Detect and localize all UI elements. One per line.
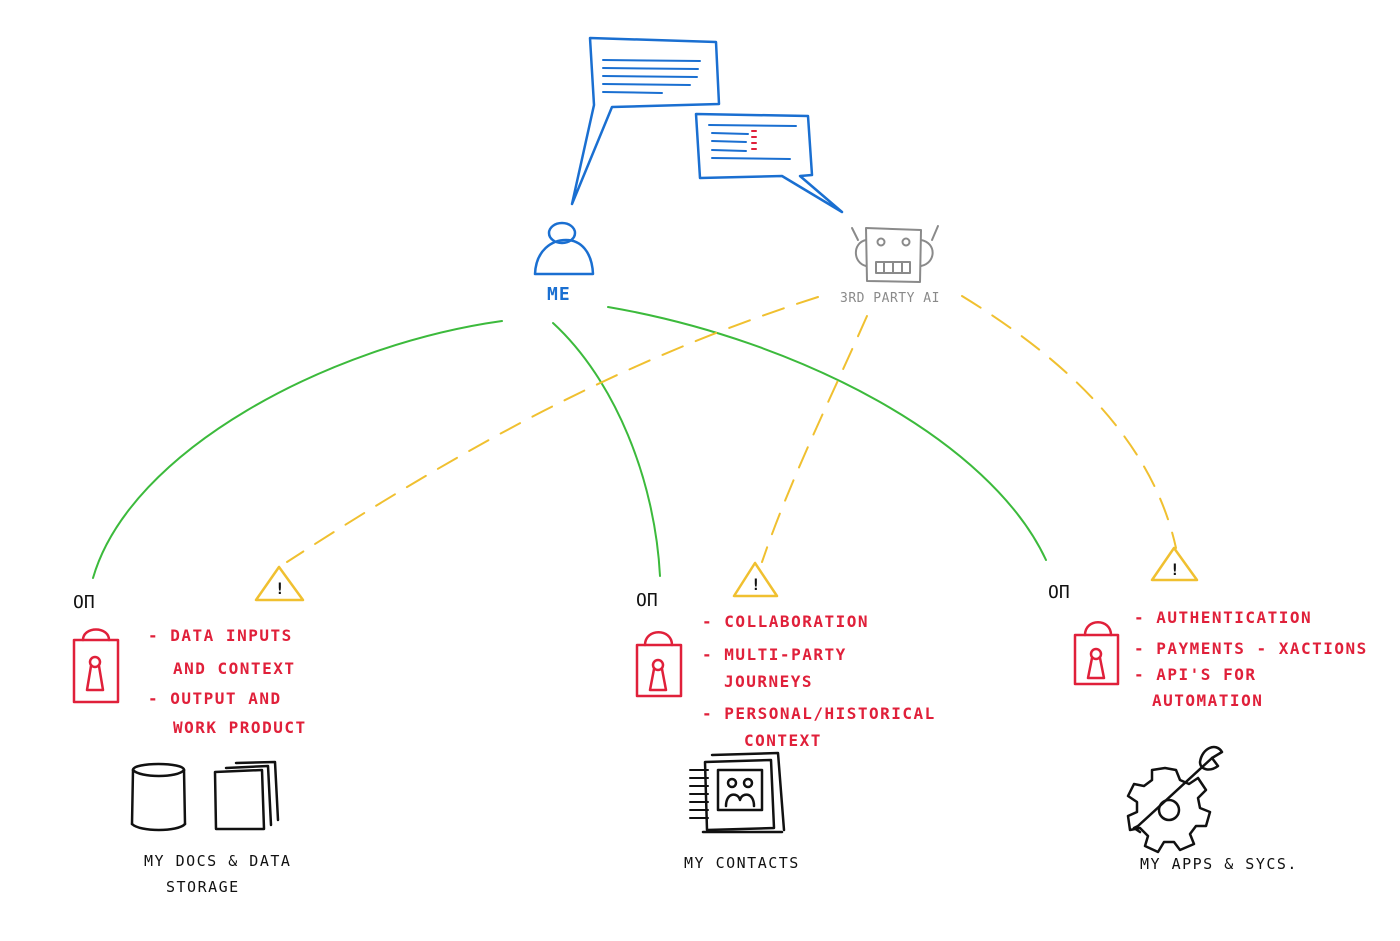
docs-title-line-1: MY DOCS & DATA: [144, 852, 291, 870]
key-icon-contacts: Oπ: [636, 590, 658, 611]
docs-bullet-2-cont: WORK PRODUCT: [173, 718, 307, 737]
key-icon-docs: Oπ: [73, 592, 95, 613]
apps-bullet-3-cont: AUTOMATION: [1152, 691, 1263, 710]
apps-bullet-3: - API'S FOR: [1134, 665, 1256, 684]
ai-label: 3RD PARTY AI: [840, 291, 940, 306]
ai-to-docs-line: [286, 296, 819, 563]
warning-icon-apps: !: [1150, 546, 1199, 582]
apps-bullet-1: - AUTHENTICATION: [1134, 608, 1312, 627]
lock-icon-apps: [1073, 621, 1120, 686]
database-and-documents-icon: [130, 760, 280, 832]
ai-speech-bubble: [694, 112, 844, 214]
me-to-contacts-line: [552, 322, 661, 577]
contacts-title-line-1: MY CONTACTS: [684, 854, 800, 872]
contacts-bullet-2: - MULTI-PARTY: [702, 645, 847, 664]
docs-bullet-2: - OUTPUT AND: [148, 689, 282, 708]
docs-title: MY DOCS & DATA STORAGE: [144, 852, 291, 896]
apps-title: MY APPS & SYCS.: [1140, 855, 1298, 873]
me-to-apps-line: [607, 306, 1047, 561]
ai-to-contacts-line: [761, 315, 868, 563]
lock-icon-docs: [72, 628, 120, 704]
key-icon-apps: Oπ: [1048, 582, 1070, 603]
contacts-title: MY CONTACTS: [684, 854, 800, 872]
docs-title-line-2: STORAGE: [166, 878, 240, 896]
svg-text:!: !: [275, 579, 285, 598]
docs-bullet-list: - DATA INPUTS AND CONTEXT - OUTPUT AND W…: [148, 626, 307, 737]
contacts-bullet-3: - PERSONAL/HISTORICAL: [702, 704, 936, 723]
svg-text:!: !: [1170, 560, 1180, 579]
me-label: ME: [547, 284, 571, 305]
contacts-bullet-2-cont: JOURNEYS: [724, 672, 813, 691]
svg-text:!: !: [751, 575, 761, 594]
warning-icon-docs: !: [254, 565, 305, 602]
ai-connections: [286, 295, 1177, 563]
person-icon: [533, 221, 595, 276]
contacts-bullet-3-cont: CONTEXT: [744, 731, 822, 750]
apps-bullet-2: - PAYMENTS - XACTIONS: [1134, 639, 1368, 658]
ai-to-apps-line: [961, 295, 1177, 549]
docs-bullet-1: - DATA INPUTS: [148, 626, 293, 645]
gear-and-wrench-icon: [1126, 745, 1224, 854]
me-connections: [92, 306, 1047, 579]
apps-title-line-1: MY APPS & SYCS.: [1140, 855, 1298, 873]
lock-icon-contacts: [635, 631, 683, 698]
contacts-bullet-list: - COLLABORATION - MULTI-PARTY JOURNEYS -…: [702, 612, 936, 750]
me-speech-bubble: [570, 36, 721, 206]
docs-bullet-1-cont: AND CONTEXT: [173, 659, 295, 678]
warning-icon-contacts: !: [732, 561, 779, 598]
me-to-docs-line: [92, 320, 503, 579]
contacts-bullet-1: - COLLABORATION: [702, 612, 869, 631]
robot-icon: [851, 225, 939, 283]
apps-bullet-list: - AUTHENTICATION - PAYMENTS - XACTIONS -…: [1134, 608, 1368, 710]
contact-book-icon: [689, 751, 786, 834]
